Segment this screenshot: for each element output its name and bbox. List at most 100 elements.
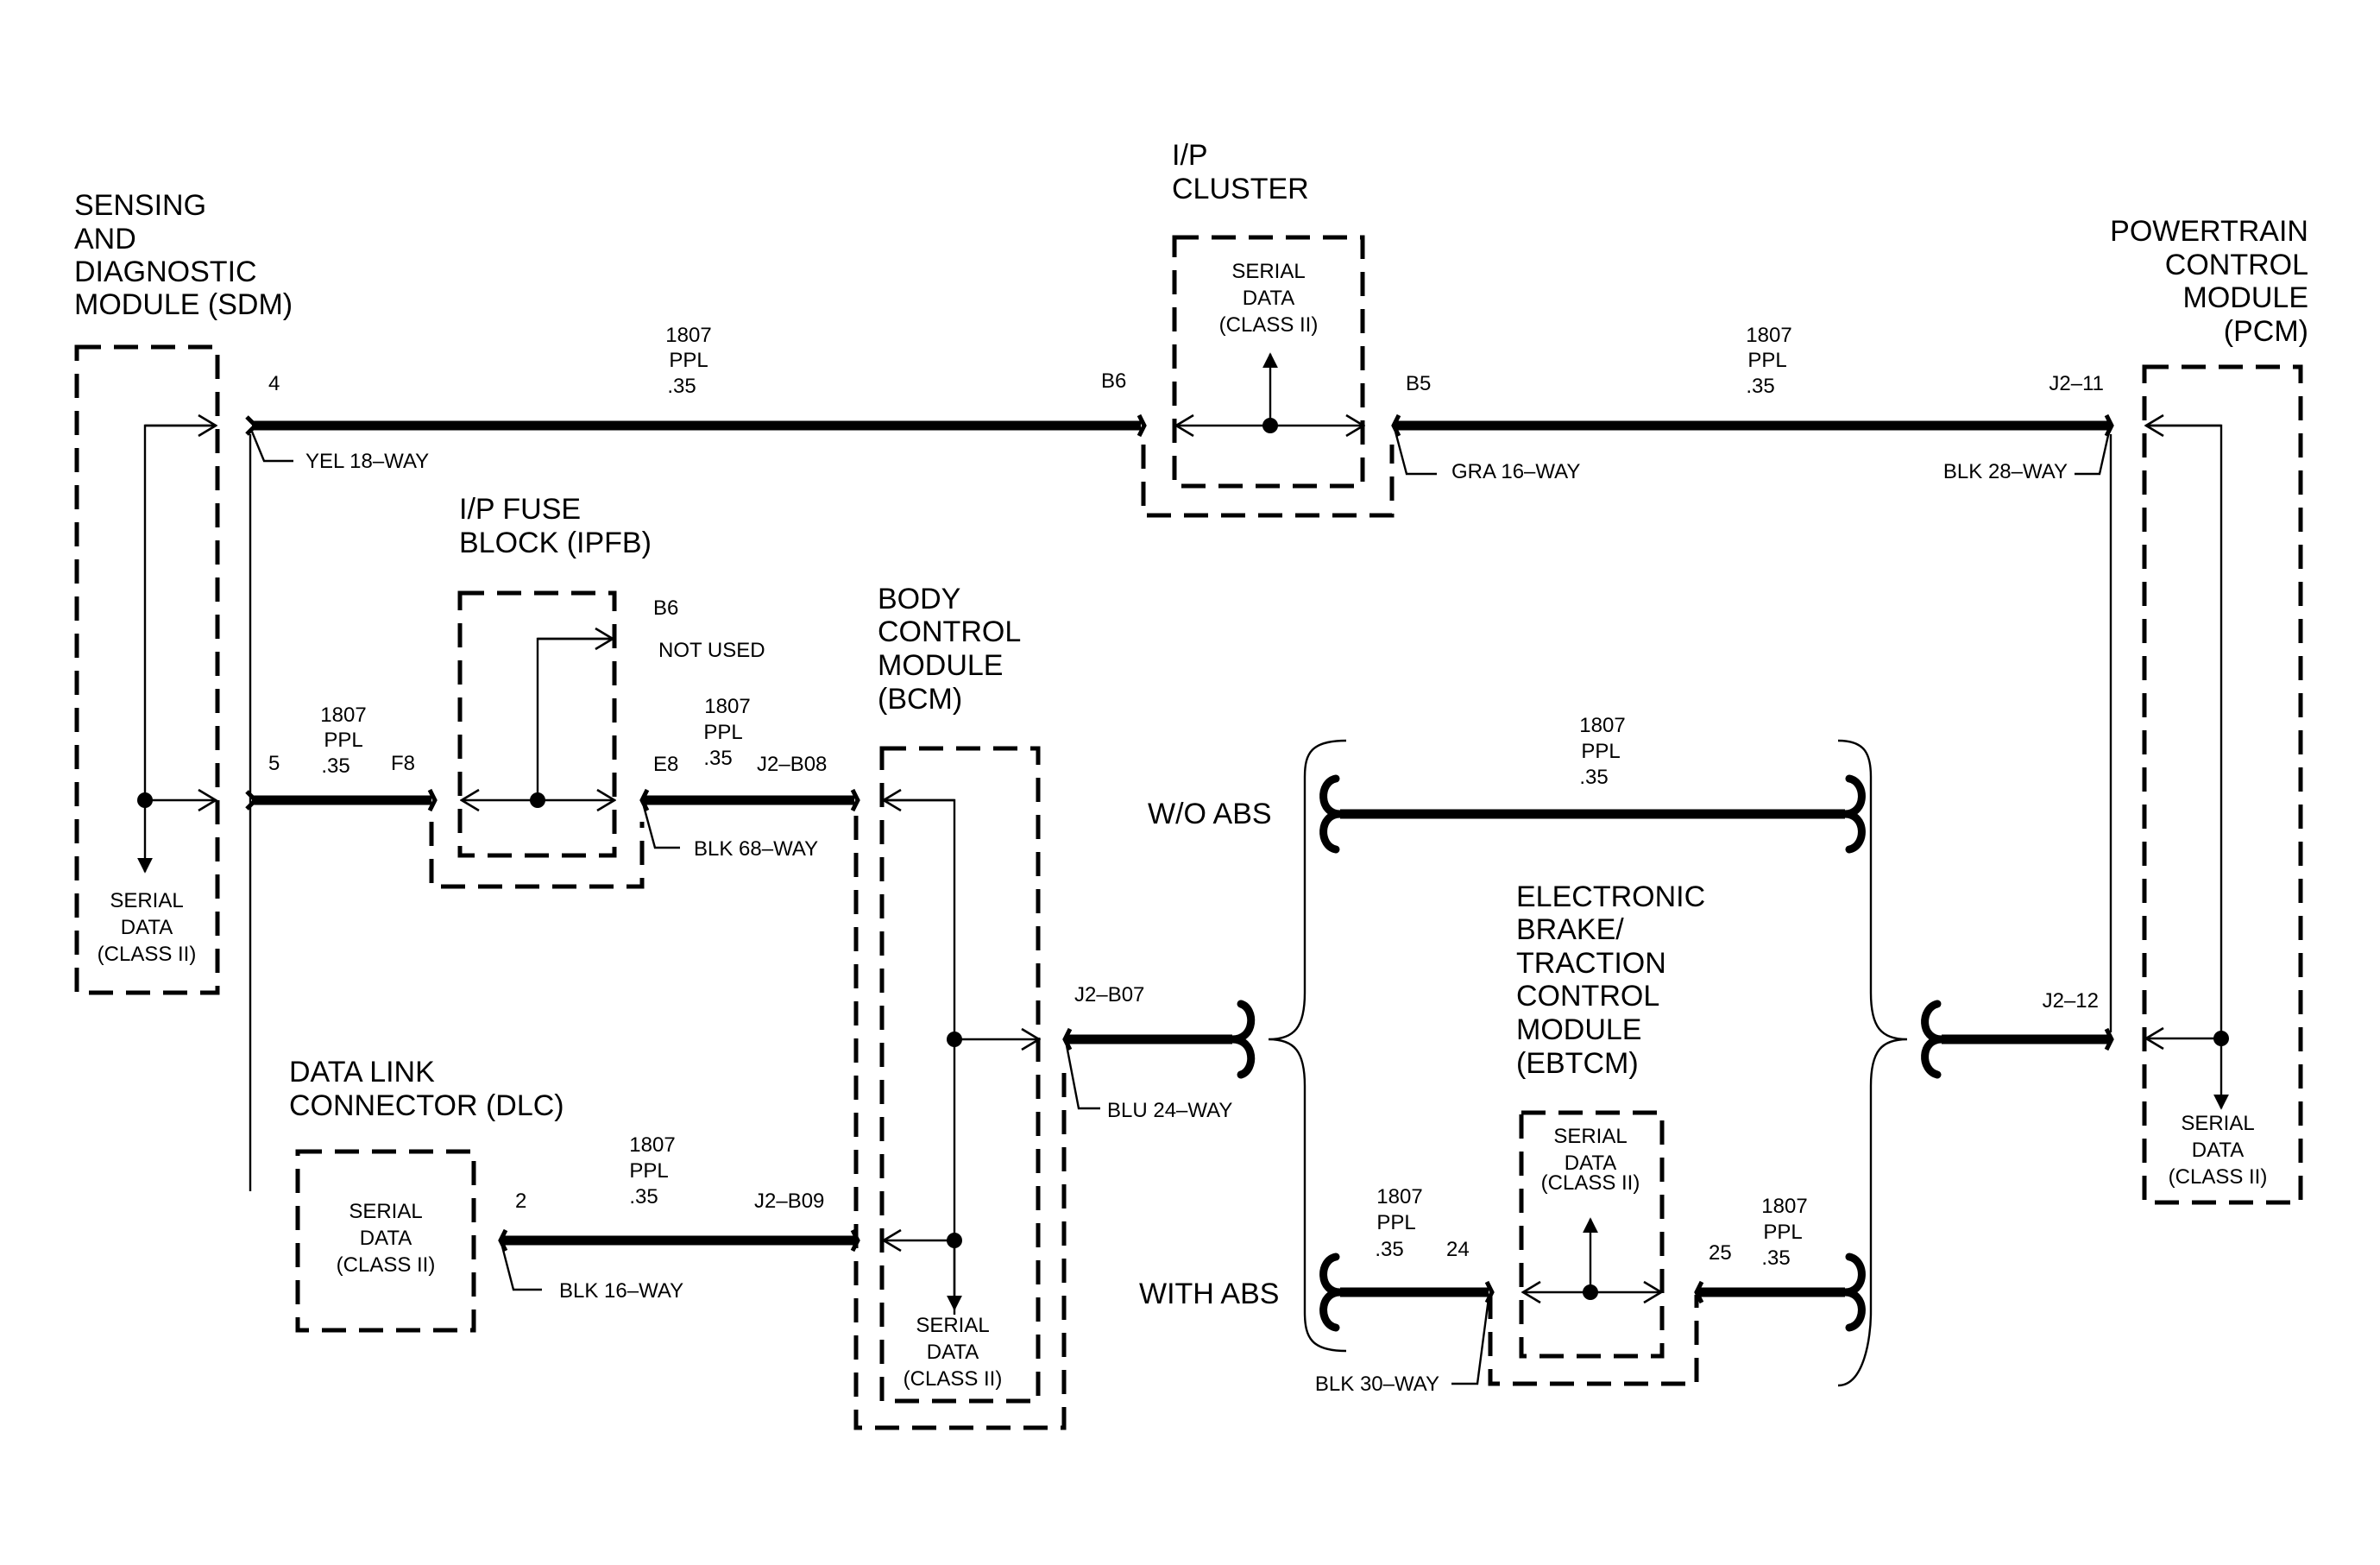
tick-sdm-mid <box>245 790 259 811</box>
pin-cluster-in: B6 <box>1101 369 1126 393</box>
sdm-serial-2: DATA <box>121 916 173 939</box>
bcm-junction-bottom <box>947 1233 962 1248</box>
ebtcm-title-2: BRAKE/ <box>1516 913 1624 946</box>
wire-spec-top-left-1: 1807 <box>665 324 711 347</box>
ipfb-junction <box>530 792 545 808</box>
ipfb-b6-label: B6 <box>653 596 678 620</box>
tick-cluster-out <box>1391 413 1401 438</box>
wire-spec-ipfb-right-3: .35 <box>703 747 732 770</box>
pcm-junction <box>2213 1031 2229 1046</box>
pin-ipfb-in: F8 <box>391 752 415 775</box>
sdm-bus <box>143 424 214 800</box>
tick-ipfb-in <box>427 788 438 812</box>
tick-pcm-bottom <box>2104 1027 2114 1051</box>
ipfb-title-1: I/P FUSE <box>459 493 581 526</box>
pin-bcm-top: J2–B08 <box>757 753 827 776</box>
tick-pcm-top <box>2104 413 2114 438</box>
tick-cluster-in <box>1136 413 1147 438</box>
pcm-box <box>2142 364 2303 1205</box>
ebtcm-title-4: CONTROL <box>1516 980 1659 1013</box>
cluster-junction <box>1262 418 1278 433</box>
pcm-title-2: CONTROL <box>2165 249 2308 281</box>
wire-spec-with-abs-right-2: PPL <box>1763 1221 1802 1244</box>
wire-spec-dlc-1: 1807 <box>629 1133 675 1157</box>
conn-blk16: BLK 16–WAY <box>559 1279 683 1303</box>
bcm-box <box>879 746 1041 1404</box>
wire-spec-with-abs-left-2: PPL <box>1376 1211 1415 1234</box>
with-abs-right-curl <box>1841 1253 1866 1332</box>
wire-spec-with-abs-right-1: 1807 <box>1761 1195 1807 1218</box>
sdm-title-2: AND <box>74 223 136 256</box>
cluster-serial-2: DATA <box>1243 287 1294 310</box>
tick-ebtcm-out <box>1694 1280 1704 1304</box>
ipfb-bus <box>536 637 609 800</box>
bcm-connector-box <box>853 816 1067 1430</box>
ebtcm-serial-3: (CLASS II) <box>1541 1171 1640 1195</box>
bcm-title-2: CONTROL <box>878 615 1021 648</box>
ebtcm-box <box>1519 1110 1665 1359</box>
sdm-title-3: DIAGNOSTIC <box>74 256 257 288</box>
blk16-leader <box>501 1246 542 1291</box>
dlc-title-2: CONNECTOR (DLC) <box>289 1089 564 1122</box>
sdm-module: SENSING AND DIAGNOSTIC MODULE (SDM) SERI… <box>74 189 293 995</box>
wire-spec-wo-abs-1: 1807 <box>1579 714 1625 737</box>
wire-spec-ipfb-left-1: 1807 <box>320 704 366 727</box>
blk28-leader <box>2075 431 2111 476</box>
wire-spec-ipfb-right-1: 1807 <box>704 695 750 718</box>
pin-bcm-bottom: J2–B09 <box>754 1190 824 1213</box>
ebtcm-title-6: (EBTCM) <box>1516 1047 1639 1080</box>
pcm-serial-2: DATA <box>2192 1139 2244 1162</box>
dlc-box <box>295 1149 476 1333</box>
left-brace <box>1268 739 1347 1353</box>
wire-spec-ipfb-left-3: .35 <box>321 754 349 778</box>
wire-spec-with-abs-left-3: .35 <box>1375 1238 1403 1261</box>
ipfb-connector-box <box>429 822 645 889</box>
pin-ebtcm-in: 24 <box>1446 1238 1470 1261</box>
pin-pcm-top: J2–11 <box>2049 372 2104 395</box>
connector-ticks <box>245 413 2114 1304</box>
ebtcm-title-1: ELECTRONIC <box>1516 880 1705 913</box>
sdm-serial-3: (CLASS II) <box>98 943 197 966</box>
ebtcm-serial-2: DATA <box>1565 1152 1616 1175</box>
pin-pcm-bottom: J2–12 <box>2043 989 2099 1013</box>
ebtcm-connector-box <box>1488 1295 1699 1386</box>
tick-ebtcm-in <box>1484 1280 1495 1304</box>
bcm-title-4: (BCM) <box>878 683 962 716</box>
pin-ipfb-out: E8 <box>653 753 678 776</box>
pin-sdm-top: 4 <box>268 372 280 395</box>
tick-bcm-top <box>850 788 860 812</box>
blk68-leader <box>642 805 680 849</box>
ipfb-not-used: NOT USED <box>658 639 765 662</box>
tick-bcm-bottom <box>850 1228 860 1253</box>
pin-ebtcm-out: 25 <box>1709 1241 1732 1265</box>
bcm-serial-1: SERIAL <box>916 1314 989 1337</box>
ebtcm-title-5: MODULE <box>1516 1013 1641 1046</box>
blu24-leader <box>1065 1044 1100 1110</box>
blk30-leader <box>1451 1297 1490 1385</box>
gra-leader <box>1394 431 1437 476</box>
conn-gra: GRA 16–WAY <box>1451 460 1580 483</box>
ipfb-module: I/P FUSE BLOCK (IPFB) 5 1807 PPL .35 F8 … <box>252 493 854 889</box>
wire-cluster-pcm: B5 1807 PPL .35 J2–11 GRA 16–WAY BLK 28–… <box>1394 324 2112 1032</box>
wire-spec-top-right-2: PPL <box>1747 349 1786 372</box>
pcm-title-1: POWERTRAIN <box>2110 215 2308 248</box>
right-brace <box>1837 739 1908 1387</box>
pcm-serial-1: SERIAL <box>2181 1112 2254 1135</box>
bcm-bus <box>886 798 956 1315</box>
wire-spec-dlc-2: PPL <box>629 1159 668 1183</box>
dlc-serial-2: DATA <box>360 1227 412 1250</box>
pin-cluster-out: B5 <box>1406 372 1431 395</box>
bcm-serial-2: DATA <box>927 1341 979 1364</box>
pcm-title-4: (PCM) <box>2224 315 2308 348</box>
tick-dlc <box>498 1228 508 1253</box>
pcm-serial-3: (CLASS II) <box>2169 1165 2268 1189</box>
wire-spec-wo-abs-3: .35 <box>1579 766 1608 789</box>
wire-spec-wo-abs-2: PPL <box>1581 740 1620 763</box>
sdm-box <box>74 344 220 995</box>
cluster-inner-box <box>1172 235 1365 489</box>
ebtcm-junction <box>1583 1284 1598 1300</box>
pin-bcm-out: J2–B07 <box>1074 983 1144 1007</box>
wire-bcm-out-curl <box>1228 1000 1256 1079</box>
tick-ipfb-out <box>639 788 650 812</box>
